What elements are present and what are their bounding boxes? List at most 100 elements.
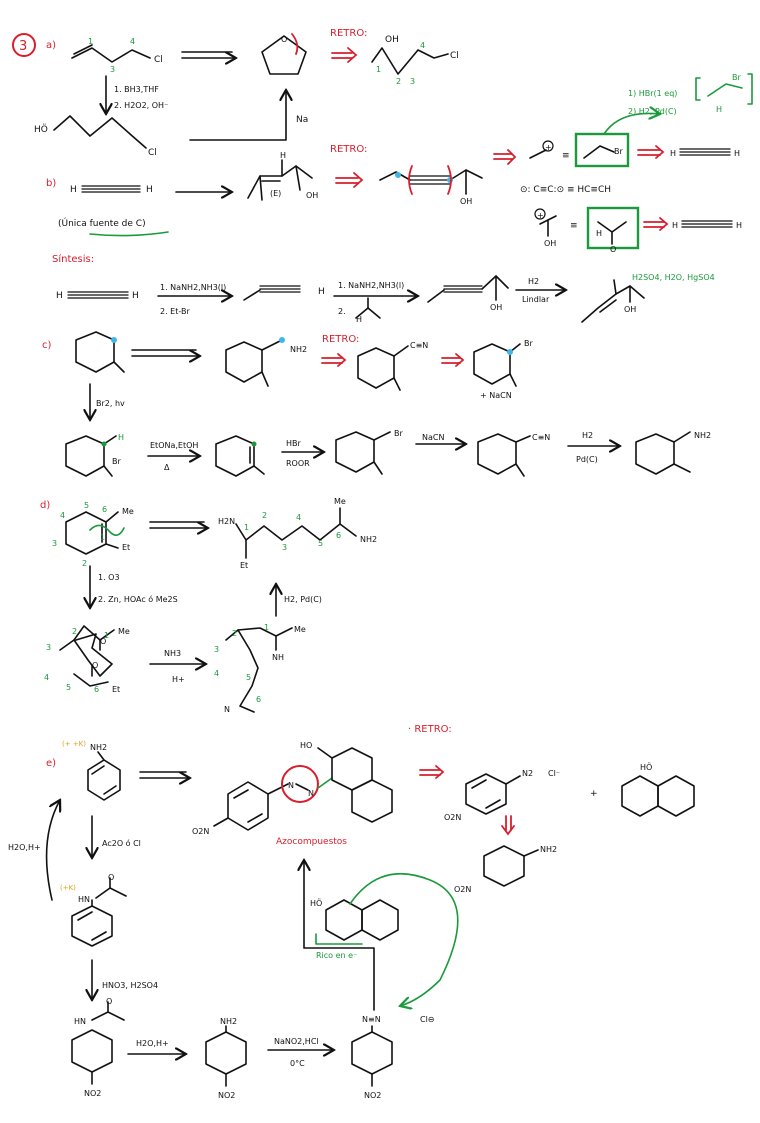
svg-text:RETRO:: RETRO: [322,334,359,345]
svg-text:NH2: NH2 [220,1017,237,1026]
svg-text:HO: HO [300,741,312,750]
svg-text:H: H [670,149,676,158]
svg-text:C≡N: C≡N [532,433,550,442]
svg-text:NH2: NH2 [290,345,307,354]
svg-text:NH2: NH2 [90,743,107,752]
svg-text:≡: ≡ [570,221,578,231]
svg-text:NH2: NH2 [360,535,377,544]
svg-text:1: 1 [88,37,93,46]
c-amine-product [635,433,675,475]
svg-text:+: + [545,143,552,152]
svg-text:2.: 2. [338,307,346,316]
svg-text:Br: Br [524,339,533,348]
svg-text:3: 3 [410,77,415,86]
d-diimine [225,629,259,713]
svg-text:1. NaNH2,NH3(l): 1. NaNH2,NH3(l) [338,281,404,290]
svg-text:Pd(C): Pd(C) [576,455,598,464]
svg-text:H2SO4, H2O, HgSO4: H2SO4, H2O, HgSO4 [632,273,715,282]
svg-text:1: 1 [264,623,269,632]
svg-text:1: 1 [104,631,109,640]
svg-text:3: 3 [110,65,115,74]
svg-text:NH2: NH2 [694,431,711,440]
svg-text:6: 6 [256,695,261,704]
svg-text:Me: Me [334,497,346,506]
svg-text:HÖ: HÖ [310,898,322,908]
svg-text:2: 2 [396,77,401,86]
svg-text:HBr: HBr [286,439,302,448]
svg-text:H: H [734,149,740,158]
svg-text:· RETRO:: · RETRO: [408,724,452,735]
svg-text:1: 1 [100,533,105,542]
svg-text:+ NaCN: + NaCN [480,391,512,400]
svg-text:3: 3 [214,645,219,654]
part-c: c) NH2 RETRO: C≡N Br + NaCN Br2, hv [42,331,711,477]
svg-text:(Única fuente de C): (Única fuente de C) [58,217,146,229]
c-methylcyclohexene [215,435,255,477]
svg-text:0°C: 0°C [290,1059,305,1068]
e-naphthol-coupling [325,899,363,941]
svg-text:ROOR: ROOR [286,459,310,468]
svg-text:O2N: O2N [444,813,461,822]
svg-text:Cl: Cl [154,55,163,65]
svg-text:H: H [716,105,722,114]
svg-text:NH2: NH2 [540,845,557,854]
svg-text:EtONa,EtOH: EtONa,EtOH [150,441,198,450]
part-e-label: e) [46,758,56,769]
svg-text:1. NaNH2,NH3(l): 1. NaNH2,NH3(l) [160,283,226,292]
svg-text:1. O3: 1. O3 [98,573,120,582]
e-nitroacetanilide [71,1029,113,1073]
svg-text:OH: OH [306,191,318,200]
svg-text:6: 6 [336,531,341,540]
svg-text:O: O [610,245,616,254]
svg-text:O2N: O2N [192,827,209,836]
svg-text:H: H [146,185,153,195]
e-nitroaniline-retro [483,845,525,887]
svg-text:H: H [70,185,77,195]
svg-text:4: 4 [60,511,65,520]
e-azo-highlight [281,765,319,803]
svg-text:HN: HN [74,1017,86,1026]
svg-text:O: O [281,35,287,44]
svg-text:NO2: NO2 [84,1089,101,1098]
svg-text:Me: Me [122,507,134,516]
svg-text:NaNO2,HCl: NaNO2,HCl [274,1037,319,1046]
svg-text:C≡N: C≡N [410,341,428,350]
svg-text:1: 1 [376,65,381,74]
svg-text:HÖ: HÖ [34,124,48,135]
e-nitroaniline [205,1031,247,1075]
svg-text:H: H [56,291,63,301]
svg-text:5: 5 [84,501,89,510]
svg-text:4: 4 [44,673,49,682]
svg-text:H2N: H2N [218,517,235,526]
svg-text:Δ: Δ [164,463,170,472]
svg-text:1) HBr(1 eq): 1) HBr(1 eq) [628,89,677,98]
svg-text:OH: OH [385,35,399,45]
a-retro-chloroalcohol [371,47,449,75]
svg-text:⊙: C≡C:⊙ ≡ HC≡CH: ⊙: C≡C:⊙ ≡ HC≡CH [520,185,611,195]
svg-text:NaCN: NaCN [422,433,444,442]
svg-text:2: 2 [232,629,237,638]
svg-text:H: H [280,151,286,160]
svg-text:O: O [108,873,114,882]
svg-text:H2O,H+: H2O,H+ [8,843,41,852]
part-a: a) Cl 1 3 4 O RETRO: OH Cl 1 2 3 4 1. BH… [34,28,459,158]
e-diazonium-retro [465,773,507,815]
svg-text:H: H [356,315,362,324]
svg-text:H2, Pd(C): H2, Pd(C) [284,595,322,604]
svg-text:+: + [590,789,598,799]
svg-text:H+: H+ [172,675,185,684]
svg-text:Rico en e⁻: Rico en e⁻ [316,951,357,960]
svg-text:2: 2 [82,559,87,568]
svg-text:5: 5 [246,673,251,682]
svg-text:OH: OH [544,239,556,248]
svg-text:H: H [132,291,139,301]
svg-text:N2: N2 [522,769,533,778]
svg-text:N≡N: N≡N [362,1015,381,1024]
part-b: RETRO: b) H H H OH (E) OH [46,73,753,324]
svg-text:3: 3 [282,543,287,552]
svg-text:H2O,H+: H2O,H+ [136,1039,169,1048]
svg-text:5: 5 [66,683,71,692]
svg-text:OH: OH [460,197,472,206]
svg-text:NO2: NO2 [364,1091,381,1100]
